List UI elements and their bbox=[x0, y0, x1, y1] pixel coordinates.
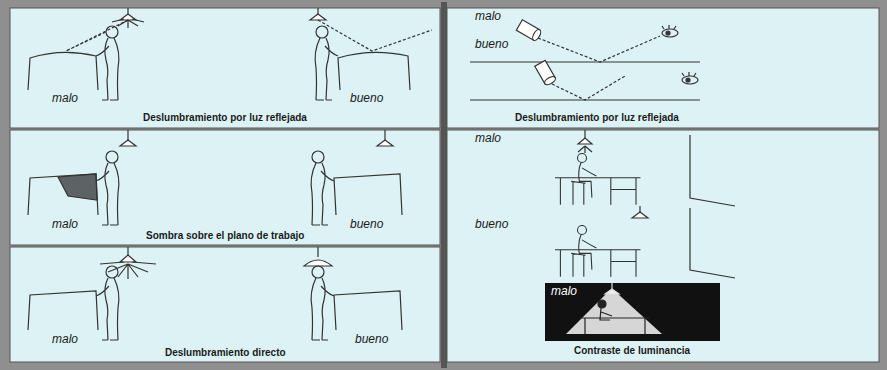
lighting-panel: malo buenoDeslumbramiento por luz refleja… bbox=[10, 8, 440, 128]
rating-label: malo bbox=[475, 10, 501, 24]
rating-label: malo bbox=[551, 285, 577, 299]
rating-label: bueno bbox=[350, 218, 383, 232]
caption: Contraste de luminancia bbox=[574, 345, 690, 357]
lighting-panel: malo buenoContraste de luminancia malo bbox=[447, 130, 879, 362]
lighting-panel: malo buenoDeslumbramiento por luz refleja… bbox=[447, 8, 879, 128]
caption: Deslumbramiento por luz reflejada bbox=[143, 112, 307, 124]
rating-label: bueno bbox=[475, 38, 508, 52]
lighting-panel: malo buenoSombra sobre el plano de trabaj… bbox=[10, 130, 440, 245]
rating-label: malo bbox=[52, 333, 78, 347]
rating-label: malo bbox=[52, 92, 78, 106]
lighting-panel: malo buenoDeslumbramiento directo bbox=[10, 247, 440, 362]
rating-label: bueno bbox=[355, 333, 388, 347]
rating-label: malo bbox=[52, 218, 78, 232]
rating-label: bueno bbox=[350, 92, 383, 106]
caption: Sombra sobre el plano de trabajo bbox=[146, 230, 304, 242]
rating-label: bueno bbox=[475, 218, 508, 232]
caption: Deslumbramiento por luz reflejada bbox=[515, 112, 679, 124]
caption: Deslumbramiento directo bbox=[165, 347, 286, 359]
rating-label: malo bbox=[475, 132, 501, 146]
dark-inset: malo bbox=[545, 283, 720, 341]
